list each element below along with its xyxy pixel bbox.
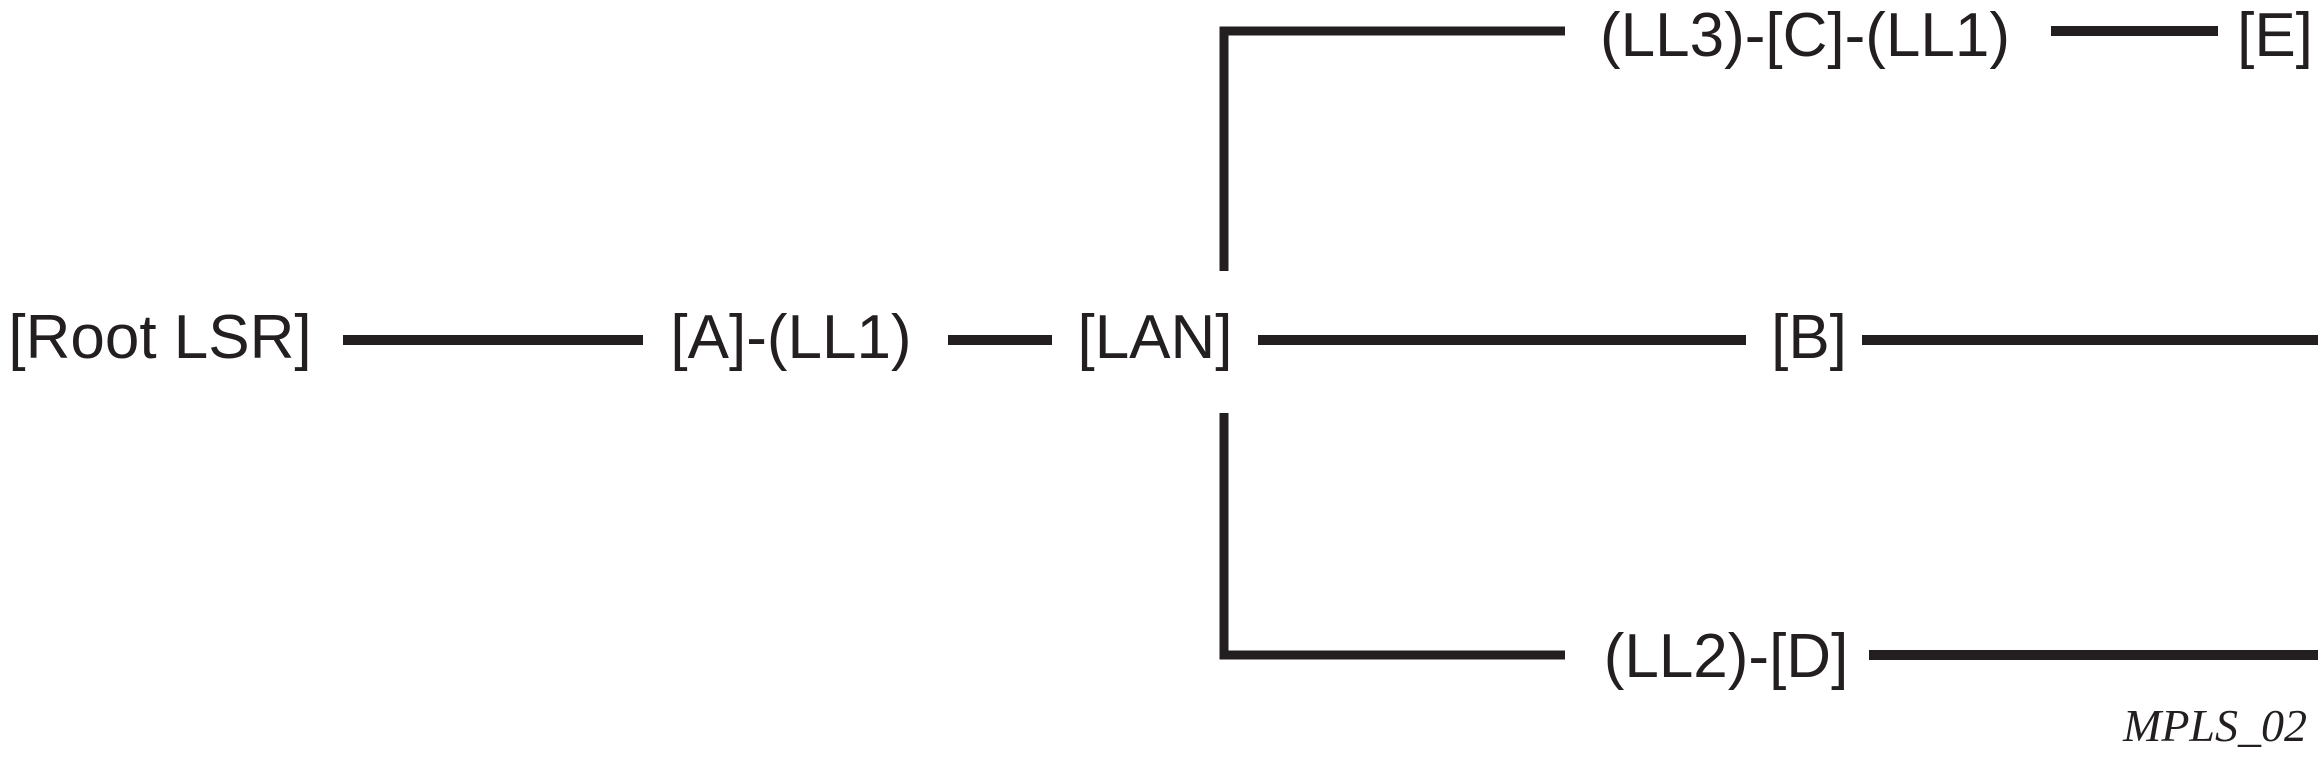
node-b: [B] — [1771, 303, 1847, 372]
node-ll3-c-ll1: (LL3)-[C]-(LL1) — [1600, 1, 2010, 70]
figure-id-caption: MPLS_02 — [2122, 700, 2307, 751]
node-root-lsr: [Root LSR] — [8, 303, 311, 372]
node-e: [E] — [2237, 1, 2313, 70]
lan-to-d-elbow-link — [1219, 413, 1565, 660]
node-lan: [LAN] — [1077, 303, 1232, 372]
node-a-ll1: [A]-(LL1) — [670, 303, 911, 372]
lan-to-c-elbow-link — [1219, 26, 1565, 271]
node-ll2-d: (LL2)-[D] — [1604, 622, 1849, 691]
